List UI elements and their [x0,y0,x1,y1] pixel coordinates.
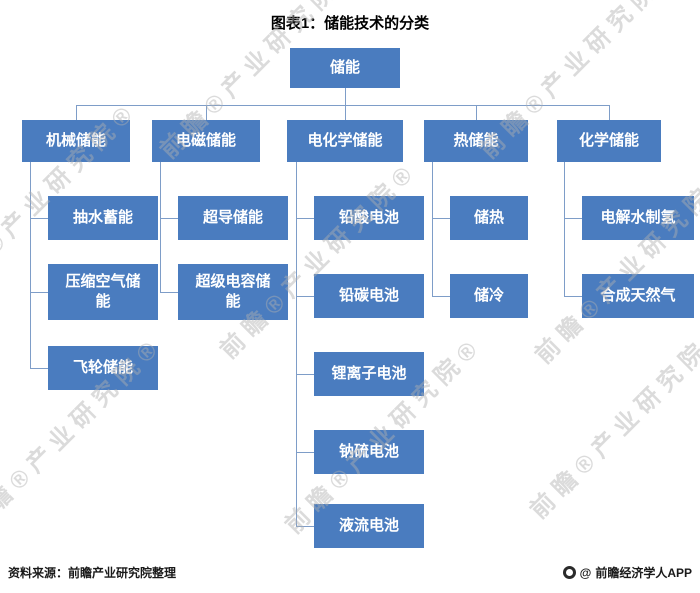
watermark: 前瞻®产业研究院® [530,161,700,370]
connector-line [76,105,610,106]
connector-line [296,296,314,297]
leaf-node: 液流电池 [314,504,424,548]
leaf-node: 储冷 [450,274,528,318]
brand-credit-prefix: @ [579,565,592,580]
leaf-node: 电解水制氢 [582,196,694,240]
leaf-node: 铅碳电池 [314,274,424,318]
connector-line [30,368,48,369]
connector-line [296,526,314,527]
branch-thermal-storage: 热储能 [424,120,528,162]
connector-line [76,105,77,120]
connector-line [30,162,31,368]
connector-line [345,88,346,105]
connector-line [609,105,610,120]
connector-line [30,292,48,293]
leaf-node: 飞轮储能 [48,346,158,390]
leaf-node: 储热 [450,196,528,240]
source-note: 资料来源：前瞻产业研究院整理 [8,566,177,580]
chart-title: 图表1：储能技术的分类 [270,15,430,32]
watermark: 前瞻®产业研究院® [525,316,700,525]
leaf-node: 铅酸电池 [314,196,424,240]
connector-line [564,162,565,296]
connector-line [206,105,207,120]
connector-line [160,218,178,219]
connector-line [296,452,314,453]
connector-line [564,296,582,297]
connector-line [30,218,48,219]
branch-electromagnetic-storage: 电磁储能 [152,120,260,162]
leaf-node: 抽水蓄能 [48,196,158,240]
brand-credit: @ 前瞻经济学人APP [562,564,692,581]
leaf-node: 钠硫电池 [314,430,424,474]
watermark: 前瞻®产业研究院® [215,156,423,365]
connector-line [160,292,178,293]
connector-line [345,105,346,120]
leaf-node: 压缩空气储能 [48,264,158,320]
leaf-node: 超级电容储能 [178,264,288,320]
connector-line [296,162,297,526]
connector-line [476,105,477,120]
connector-line [296,374,314,375]
connector-line [432,162,433,296]
connector-line [296,218,314,219]
brand-credit-label: 前瞻经济学人APP [595,566,692,580]
root-node: 储能 [290,48,400,88]
leaf-node: 超导储能 [178,196,288,240]
brand-logo-icon [562,566,576,579]
leaf-node: 锂离子电池 [314,352,424,396]
connector-line [432,296,450,297]
branch-mechanical-storage: 机械储能 [22,120,130,162]
connector-line [564,218,582,219]
connector-line [432,218,450,219]
connector-line [160,162,161,292]
leaf-node: 合成天然气 [582,274,694,318]
branch-chemical-storage: 化学储能 [557,120,661,162]
branch-electrochemical-storage: 电化学储能 [287,120,403,162]
